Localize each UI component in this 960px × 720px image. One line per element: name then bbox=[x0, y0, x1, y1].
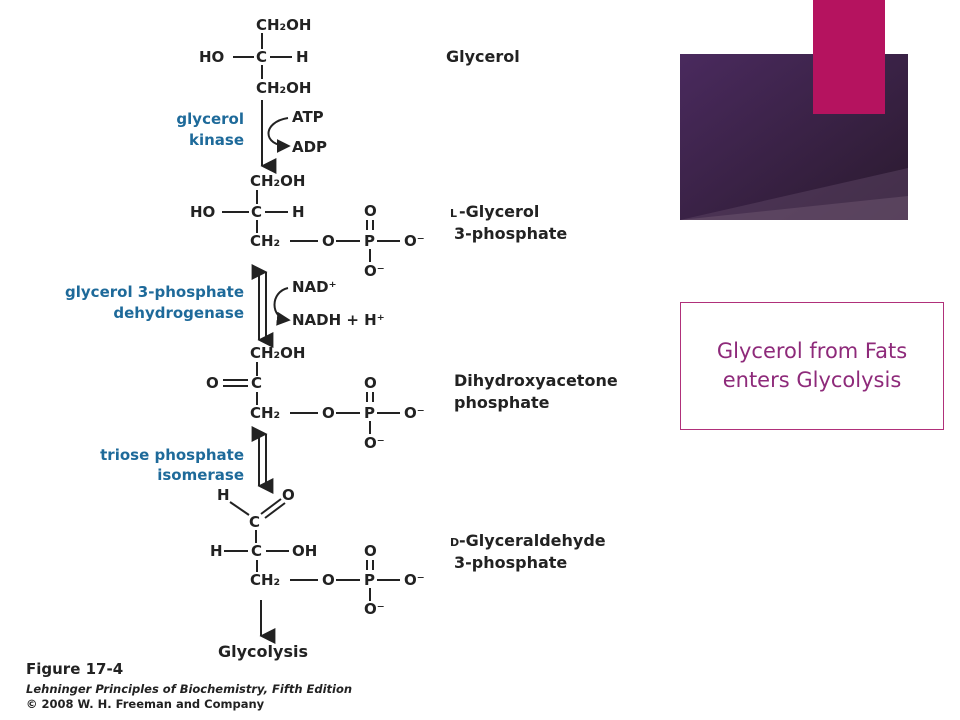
figure-book-title: Lehninger Principles of Biochemistry, Fi… bbox=[26, 682, 353, 696]
glycerol-carbon: C bbox=[256, 48, 267, 66]
glycerol-left-group: HO bbox=[199, 48, 224, 66]
figure-credit: Figure 17-4 Lehninger Principles of Bioc… bbox=[26, 660, 352, 711]
gap-name-prefix: D bbox=[450, 536, 459, 549]
reaction-arrows bbox=[251, 100, 291, 644]
enzyme-glycerol-kinase-line2: kinase bbox=[189, 131, 244, 149]
glycerol-structure: CH₂OH HO C H CH₂OH bbox=[199, 16, 311, 97]
g3p-carbon: C bbox=[251, 203, 262, 221]
nadh-label: NADH + H⁺ bbox=[292, 311, 385, 329]
caption-line-2: enters Glycolysis bbox=[722, 368, 902, 392]
g3p-name-line2: 3-phosphate bbox=[454, 224, 567, 243]
figure-copyright: © 2008 W. H. Freeman and Company bbox=[26, 697, 265, 711]
g3p-phosphate-o-top: O bbox=[364, 202, 377, 220]
gap-phosphate-o-right: O⁻ bbox=[404, 571, 425, 589]
enzyme-isomerase-line1: triose phosphate bbox=[100, 446, 244, 464]
dhap-name-line1: Dihydroxyacetone bbox=[454, 371, 618, 390]
gap-carbon-2: C bbox=[251, 542, 262, 560]
dhap-bottom-group: CH₂ bbox=[250, 404, 280, 422]
dhap-phosphate-o-top: O bbox=[364, 374, 377, 392]
figure-number: Figure 17-4 bbox=[26, 660, 124, 678]
enzyme-glycerol-kinase-line1: glycerol bbox=[176, 110, 244, 128]
caption-line-1: Glycerol from Fats bbox=[716, 339, 908, 363]
gap-right-group: OH bbox=[292, 542, 317, 560]
g3p-bottom-group: CH₂ bbox=[250, 232, 280, 250]
g3p-phosphate-link-o: O bbox=[322, 232, 335, 250]
glycerol-top-group: CH₂OH bbox=[256, 16, 311, 34]
gap-aldehyde-h: H bbox=[217, 486, 230, 504]
gap-aldehyde-o: O bbox=[282, 486, 295, 504]
accent-ribbon bbox=[813, 0, 885, 114]
enzyme-dehydrogenase-line1: glycerol 3-phosphate bbox=[65, 283, 244, 301]
dhap-name-line2: phosphate bbox=[454, 393, 550, 412]
glycolysis-label: Glycolysis bbox=[218, 642, 308, 661]
dhap-top-group: CH₂OH bbox=[250, 344, 305, 362]
dhap-phosphate-link-o: O bbox=[322, 404, 335, 422]
g3p-name-prefix: L bbox=[450, 207, 457, 220]
glycerol-name: Glycerol bbox=[446, 47, 520, 66]
g3p-top-group: CH₂OH bbox=[250, 172, 305, 190]
g3p-phosphate-o-bottom: O⁻ bbox=[364, 262, 385, 280]
gap-phosphate-p: P bbox=[364, 571, 375, 589]
g3p-phosphate-p: P bbox=[364, 232, 375, 250]
gap-name-line2: 3-phosphate bbox=[454, 553, 567, 572]
enzyme-dehydrogenase-line2: dehydrogenase bbox=[113, 304, 244, 322]
gap-phosphate-link-o: O bbox=[322, 571, 335, 589]
gap-bottom-group: CH₂ bbox=[250, 571, 280, 589]
glycerol-right-group: H bbox=[296, 48, 309, 66]
glycerol-bottom-group: CH₂OH bbox=[256, 79, 311, 97]
dhap-phosphate-o-bottom: O⁻ bbox=[364, 434, 385, 452]
gap-phosphate-o-bottom: O⁻ bbox=[364, 600, 385, 618]
glycerol-3-phosphate-structure: CH₂OH HO C H CH₂ O P O O⁻ O⁻ bbox=[190, 172, 425, 280]
g3p-phosphate-o-right: O⁻ bbox=[404, 232, 425, 250]
atp-label: ATP bbox=[292, 108, 324, 126]
gap-phosphate-o-top: O bbox=[364, 542, 377, 560]
dhap-structure: CH₂OH O C CH₂ O P O O⁻ O⁻ bbox=[206, 344, 425, 452]
dhap-left-group: O bbox=[206, 374, 219, 392]
caption-box: Glycerol from Fats enters Glycolysis bbox=[680, 302, 944, 430]
nad-label: NAD⁺ bbox=[292, 278, 337, 296]
dhap-carbon: C bbox=[251, 374, 262, 392]
gap-name-line1: -Glyceraldehyde bbox=[459, 531, 606, 550]
adp-label: ADP bbox=[292, 138, 327, 156]
g3p-left-group: HO bbox=[190, 203, 215, 221]
enzyme-isomerase-line2: isomerase bbox=[157, 466, 244, 484]
bond-lines bbox=[222, 33, 400, 601]
glyceraldehyde-3-phosphate-structure: H O C H C OH CH₂ O P O O⁻ O⁻ bbox=[210, 486, 425, 618]
gap-carbon-1: C bbox=[249, 513, 260, 531]
dhap-phosphate-p: P bbox=[364, 404, 375, 422]
gap-left-group: H bbox=[210, 542, 223, 560]
dhap-phosphate-o-right: O⁻ bbox=[404, 404, 425, 422]
g3p-right-group: H bbox=[292, 203, 305, 221]
g3p-name-line1: -Glycerol bbox=[459, 202, 539, 221]
